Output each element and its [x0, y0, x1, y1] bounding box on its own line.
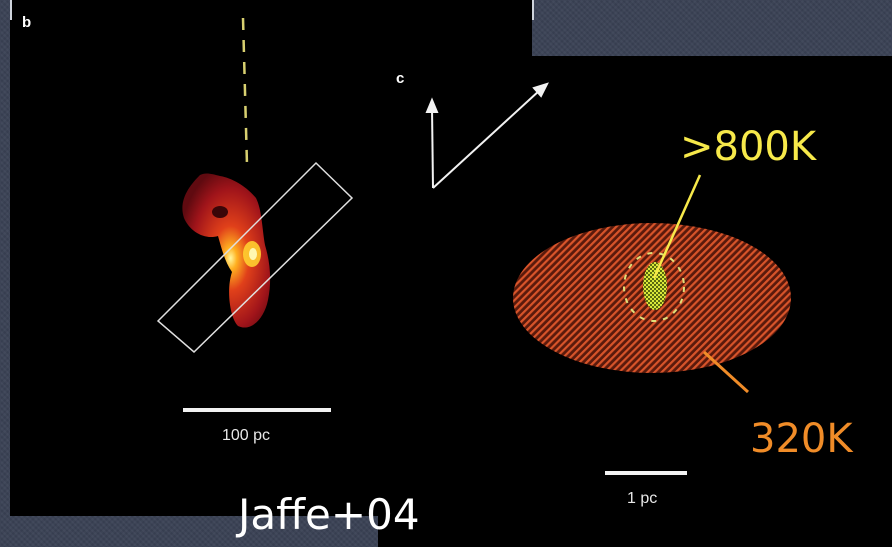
warm-component-temperature: 320K: [750, 416, 853, 462]
frame-edge: [10, 0, 12, 20]
hot-component-temperature: >800K: [680, 124, 817, 170]
citation-label: Jaffe+04: [238, 490, 420, 539]
hot-component-core: [643, 262, 667, 310]
panel-c-label: c: [396, 70, 405, 87]
hot-pointer-line: [652, 174, 702, 279]
warm-pointer-line: [702, 350, 750, 394]
jet-axis-dashed-line: [241, 17, 249, 166]
panel-b-top-strip: [378, 0, 532, 56]
orientation-arrows: [425, 82, 549, 189]
hot-component-outline: [623, 252, 685, 322]
panel-b-label: b: [22, 14, 32, 31]
scale-bar-100pc-label: 100 pc: [222, 427, 271, 444]
scale-bar-1pc-label: 1 pc: [627, 490, 658, 507]
frame-edge: [532, 0, 534, 20]
slit-rectangle: [156, 161, 354, 354]
radio-emission-blob: [182, 173, 271, 328]
